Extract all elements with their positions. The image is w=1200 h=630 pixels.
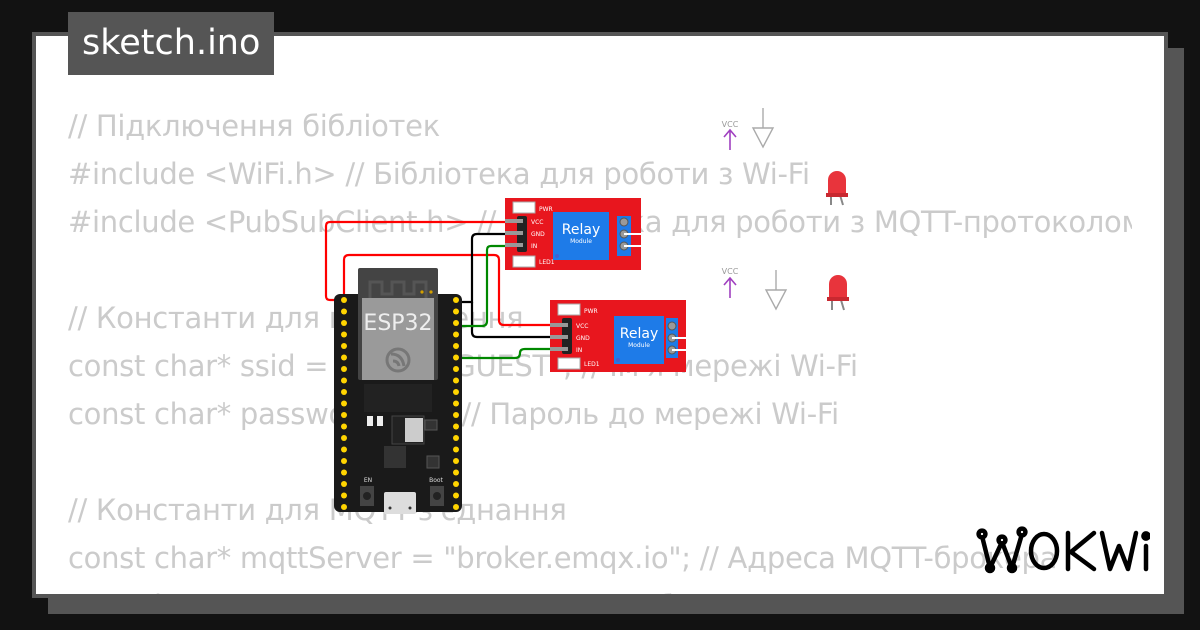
- relay-module-2[interactable]: PWR VCC GND IN LED1 Relay Module: [550, 300, 690, 372]
- usb-port: [384, 492, 416, 514]
- wire-vcc-relay1[interactable]: [324, 220, 510, 302]
- relay-led-label: LED1: [539, 259, 555, 266]
- right-pin-header: [453, 297, 459, 510]
- en-button-label: EN: [364, 477, 372, 484]
- file-name-tab: sketch.ino: [68, 12, 275, 75]
- wire-gnd-relay2[interactable]: [470, 302, 555, 339]
- relay-pin-in: IN: [576, 347, 582, 354]
- wires: [324, 220, 555, 360]
- esp32-label: ESP32: [363, 311, 432, 336]
- relay-pin-gnd: GND: [531, 231, 545, 238]
- vcc-symbol-1: VCC: [722, 120, 739, 150]
- vcc-symbol-2: VCC: [722, 267, 739, 298]
- relay-module-1[interactable]: PWR VCC GND IN LED1 Relay Module: [505, 198, 645, 270]
- relay-subtitle: Module: [628, 342, 650, 349]
- wokwi-logo: [976, 526, 1150, 574]
- code-line: const char* mqttServer = "broker.emqx.io…: [68, 541, 1058, 575]
- code-line: const int mqttPort = 1883; // Порт MQTT-…: [68, 582, 1132, 594]
- relay-pin-in: IN: [531, 243, 537, 250]
- boot-button-label: Boot: [429, 477, 443, 484]
- relay-subtitle: Module: [570, 238, 592, 245]
- relay-pin-vcc: VCC: [531, 219, 543, 226]
- relay-title: Relay: [620, 326, 658, 342]
- ground-symbol-2: [764, 270, 788, 311]
- vcc-label: VCC: [722, 267, 739, 276]
- relay-led-label: PWR: [584, 308, 598, 315]
- esp32-board[interactable]: ESP32 EN Boot: [334, 268, 462, 514]
- led-icon-2[interactable]: [827, 275, 849, 311]
- relay-title: Relay: [562, 222, 600, 238]
- wire-signal-relay1[interactable]: [460, 244, 510, 328]
- ground-symbol-1: [751, 108, 775, 149]
- relay-led-label: PWR: [539, 206, 553, 213]
- left-pin-header: [341, 297, 347, 510]
- espressif-logo-icon: [385, 347, 411, 373]
- wire-vcc-relay2[interactable]: [342, 253, 555, 327]
- relay-pin-gnd: GND: [576, 335, 590, 342]
- vcc-label: VCC: [722, 120, 739, 129]
- led-icon-1[interactable]: [826, 171, 848, 206]
- relay-led-label: LED1: [584, 361, 600, 368]
- relay-pin-vcc: VCC: [576, 323, 588, 330]
- code-preview: // Підключення бібліотек #include <WiFi.…: [68, 102, 1132, 594]
- code-line: #include <WiFi.h> // Бібліотека для робо…: [68, 157, 810, 191]
- wire-gnd-relay1[interactable]: [460, 232, 510, 304]
- wire-signal-relay2[interactable]: [460, 347, 555, 360]
- code-line: // Підключення бібліотек: [68, 109, 440, 143]
